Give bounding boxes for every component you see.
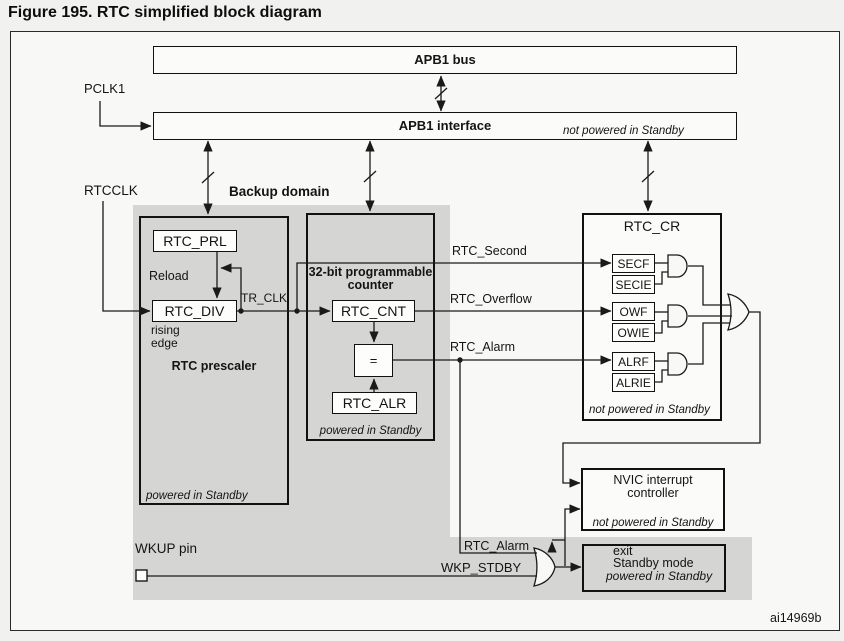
pclk1-wire (99, 101, 152, 131)
comparator-label: = (369, 353, 378, 368)
figure-title: Figure 195. RTC simplified block diagram (8, 4, 322, 21)
secie-label: SECIE (615, 277, 652, 292)
wkp-stdby-label: WKP_STDBY (441, 560, 522, 575)
bus-slash-icon (434, 87, 448, 100)
and-gate-second-icon (667, 254, 688, 278)
apb1-interface-note: not powered in Standby (563, 125, 684, 137)
rtc-prescaler-box (139, 216, 289, 505)
bus-slash-icon (201, 171, 215, 184)
tr-clk-label: TR_CLK (241, 291, 288, 305)
apb1-interface-label: APB1 interface (398, 118, 492, 133)
interrupt-to-nvic-wire (562, 311, 761, 488)
exit-standby-line2: Standby mode (613, 556, 694, 570)
rtc-alr-label: RTC_ALR (342, 395, 407, 411)
junction-dot (238, 308, 244, 314)
rtcclk-label: RTCCLK (84, 183, 138, 198)
figure-code: ai14969b (770, 611, 822, 625)
counter-powered-note: powered in Standby (319, 425, 422, 437)
rtc-second-wire (296, 258, 612, 311)
rtc-cr-label: RTC_CR (623, 218, 681, 234)
bus-slash-icon (363, 170, 377, 183)
rtc-prl-register: RTC_PRL (153, 230, 237, 252)
or-gate-wakeup-icon (533, 547, 556, 587)
nvic-box (581, 468, 725, 531)
backup-domain-label: Backup domain (229, 184, 330, 199)
rtc-cr-note: not powered in Standby (589, 404, 710, 416)
alrie-label: ALRIE (616, 375, 651, 390)
rtc-overflow-label: RTC_Overflow (450, 292, 532, 306)
rtc-cnt-label: RTC_CNT (340, 303, 407, 319)
rtc-alarm-label: RTC_Alarm (450, 340, 516, 354)
secf-flag: SECF (612, 254, 655, 273)
apb1-interface-box (153, 112, 737, 140)
nvic-note: not powered in Standby (592, 517, 714, 529)
apb1-bus-box (153, 46, 737, 74)
owie-wire (655, 320, 668, 334)
standby-wakeup-region (450, 537, 752, 600)
wakeup-to-nvic-wire (564, 504, 581, 566)
rising-edge-label: rising edge (151, 323, 180, 350)
exit-standby-box (582, 544, 726, 592)
and-gate-overflow-icon (667, 304, 688, 328)
owie-label: OWIE (617, 325, 650, 340)
nvic-label: NVIC interrupt controller (613, 473, 693, 501)
prescaler-powered-note: powered in Standby (146, 490, 248, 502)
or-gate-interrupt-icon (727, 293, 750, 331)
pclk1-label: PCLK1 (84, 81, 126, 96)
exit-standby-line1: exit (613, 544, 633, 558)
exit-standby-note: powered in Standby (606, 569, 713, 583)
rtc-prl-label: RTC_PRL (163, 233, 227, 249)
secie-wire (655, 271, 668, 285)
secf-label: SECF (617, 256, 650, 271)
rtc-cnt-register: RTC_CNT (332, 300, 415, 322)
wkup-pin-icon (135, 569, 148, 582)
rtc-alarm-down-wire (459, 360, 537, 554)
owie-flag: OWIE (612, 323, 655, 342)
rtcclk-wire (102, 201, 151, 316)
rtc-alr-register: RTC_ALR (332, 392, 417, 414)
alrie-wire (655, 369, 668, 383)
alrf-label: ALRF (618, 354, 649, 369)
rtc-div-register: RTC_DIV (152, 300, 237, 322)
rtc-second-label: RTC_Second (452, 244, 527, 258)
comparator-box: = (354, 344, 393, 377)
reload-label: Reload (149, 269, 189, 283)
bus-slash-icon (641, 170, 655, 183)
secie-flag: SECIE (612, 275, 655, 294)
and1-to-or-wire (688, 265, 730, 306)
rtc-prescaler-label: RTC prescaler (171, 359, 257, 373)
counter-box (306, 213, 435, 441)
alrie-flag: ALRIE (612, 373, 655, 392)
rtc-div-label: RTC_DIV (164, 303, 225, 319)
apb1-bus-label: APB1 bus (414, 52, 476, 67)
counter-label: 32-bit programmable counter (308, 265, 433, 293)
and-gate-alarm-icon (667, 352, 688, 376)
rtc-alarm-wakeup-label: RTC_Alarm (464, 539, 530, 553)
wkup-pin-label: WKUP pin (135, 541, 198, 556)
alrf-flag: ALRF (612, 352, 655, 371)
and3-to-or-wire (688, 322, 730, 365)
owf-label: OWF (619, 304, 648, 319)
reload-wire (220, 263, 242, 311)
owf-flag: OWF (612, 302, 655, 321)
